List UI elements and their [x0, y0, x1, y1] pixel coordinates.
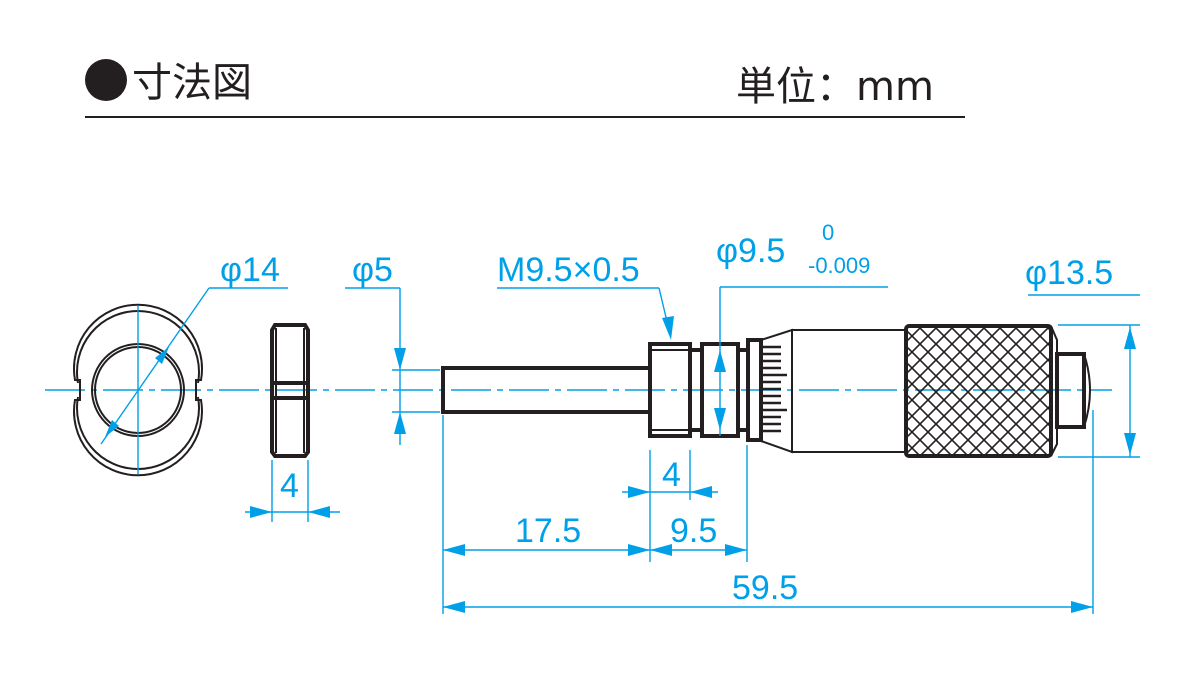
stem-tolerance-upper: 0 — [822, 220, 834, 245]
stem-length-label: 9.5 — [670, 512, 717, 550]
total-length-label: 59.5 — [732, 569, 798, 607]
stem-tolerance-lower: -0.009 — [808, 253, 870, 278]
stem-diameter-label: φ9.5 — [716, 232, 785, 270]
micrometer-head — [441, 324, 1091, 458]
thimble-diameter-dimension — [1028, 294, 1140, 458]
stem-diameter-dimension — [714, 286, 888, 436]
page-title: 寸法図 — [132, 60, 252, 106]
thread-leader — [497, 287, 674, 340]
spindle-diameter-dimension — [345, 287, 440, 445]
thread-nut-width-label: 4 — [662, 456, 681, 494]
lock-nut-front-view — [73, 287, 288, 477]
thimble-diameter-label: φ13.5 — [1025, 254, 1113, 292]
lock-nut-side-view — [245, 323, 340, 522]
bullet-icon — [85, 59, 127, 101]
thread-label: M9.5×0.5 — [497, 251, 640, 289]
spindle-diameter-label: φ5 — [352, 251, 393, 289]
unit-label: 単位：mm — [736, 64, 934, 110]
nut-width-label: 4 — [280, 467, 299, 505]
spindle-length-label: 17.5 — [515, 512, 581, 550]
nut-diameter-label: φ14 — [220, 251, 280, 289]
length-dimensions — [442, 410, 1094, 614]
